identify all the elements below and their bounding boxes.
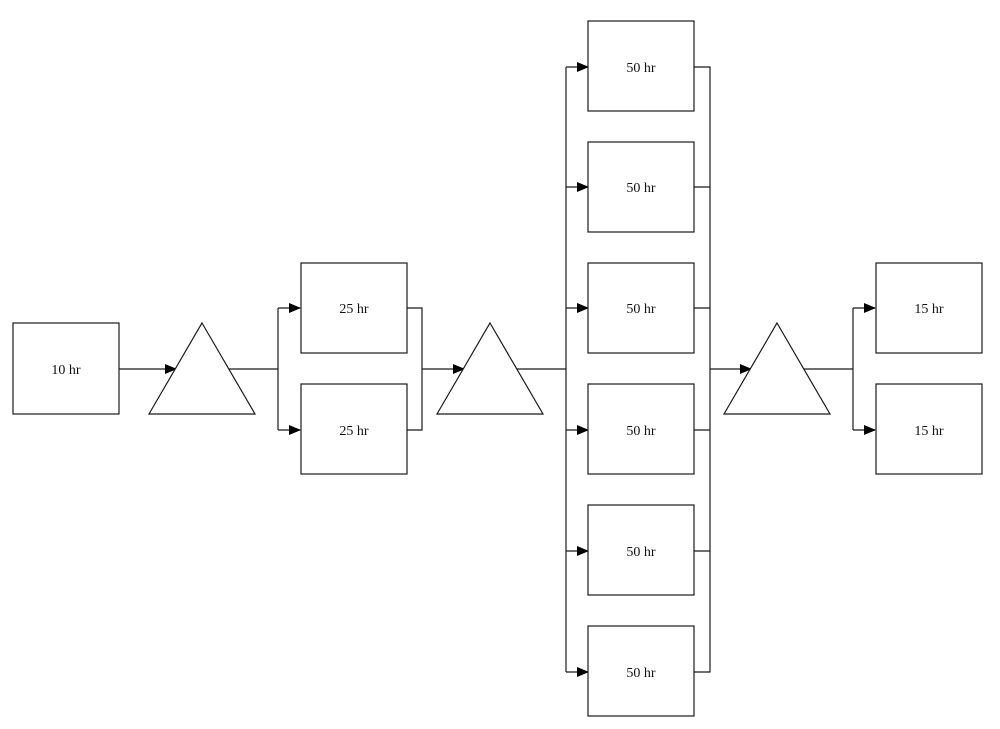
station-3f: 50 hr bbox=[587, 625, 695, 717]
buffer-1-triangle bbox=[147, 321, 257, 415]
station-3e: 50 hr bbox=[587, 504, 695, 596]
station-4b: 15 hr bbox=[875, 383, 983, 475]
station-3e-label: 50 hr bbox=[626, 545, 656, 560]
merge-stage-3 bbox=[694, 66, 711, 673]
station-2a: 25 hr bbox=[300, 262, 408, 354]
station-3f-label: 50 hr bbox=[626, 666, 656, 681]
station-3c-label: 50 hr bbox=[626, 302, 656, 317]
station-1: 10 hr bbox=[12, 322, 120, 415]
station-4a-label: 15 hr bbox=[914, 302, 944, 317]
station-3c: 50 hr bbox=[587, 262, 695, 354]
station-2b: 25 hr bbox=[300, 383, 408, 475]
station-3b: 50 hr bbox=[587, 141, 695, 233]
station-3b-label: 50 hr bbox=[626, 181, 656, 196]
station-3d-label: 50 hr bbox=[626, 424, 656, 439]
station-3d: 50 hr bbox=[587, 383, 695, 475]
split-to-stage-4 bbox=[804, 308, 854, 430]
split-to-stage-3 bbox=[517, 67, 567, 672]
station-4b-label: 15 hr bbox=[914, 424, 944, 439]
merge-stage-2 bbox=[407, 307, 423, 431]
station-1-label: 10 hr bbox=[51, 363, 81, 378]
split-to-stage-2 bbox=[229, 308, 279, 430]
station-2a-label: 25 hr bbox=[339, 302, 369, 317]
buffer-2-triangle bbox=[435, 321, 545, 415]
station-3a-label: 50 hr bbox=[626, 61, 656, 76]
station-4a: 15 hr bbox=[875, 262, 983, 354]
station-2b-label: 25 hr bbox=[339, 424, 369, 439]
buffer-3-triangle bbox=[722, 321, 832, 415]
station-3a: 50 hr bbox=[587, 20, 695, 112]
